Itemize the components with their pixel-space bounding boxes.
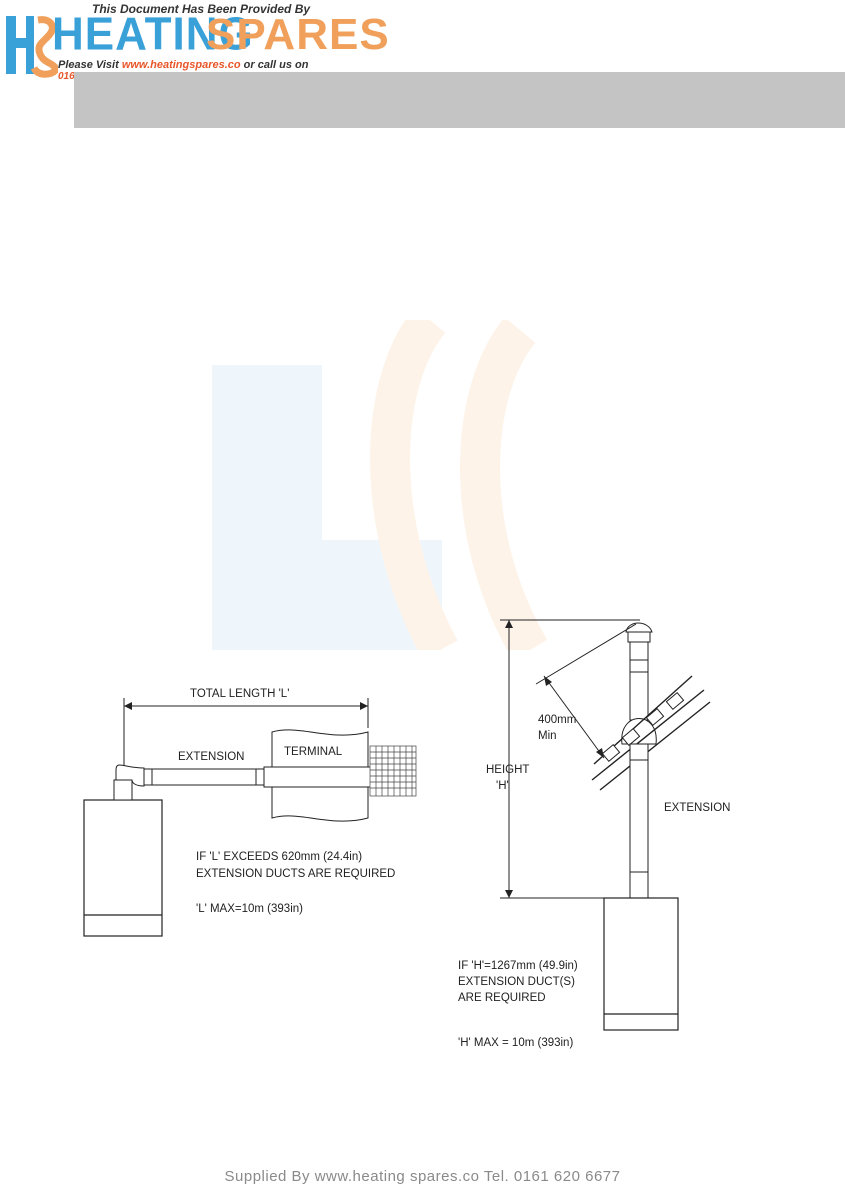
vertical-note-line3: ARE REQUIRED — [458, 992, 546, 1004]
vertical-note-line1: IF 'H'=1267mm (49.9in) — [458, 960, 578, 972]
logo-brand-heating: HEATING — [52, 8, 254, 61]
vertical-max-note: 'H' MAX = 10m (393in) — [458, 1037, 573, 1049]
roof-section — [591, 675, 711, 791]
horizontal-extension-label: EXTENSION — [178, 751, 244, 763]
heating-spares-logo: This Document Has Been Provided By HEATI… — [0, 0, 389, 82]
logo-visit-line: Please Visit www.heatingspares.co or cal… — [58, 59, 308, 71]
horizontal-note-line2: EXTENSION DUCTS ARE REQUIRED — [196, 868, 395, 880]
watermark-logo — [212, 320, 548, 650]
vertical-extension-label: EXTENSION — [664, 802, 730, 814]
vertical-note-line2: EXTENSION DUCT(S) — [458, 976, 575, 988]
header-band — [74, 72, 845, 128]
clearance-label-line1: 400mm — [538, 714, 576, 726]
logo-tagline: This Document Has Been Provided By — [92, 2, 311, 16]
flue-diagrams: TOTAL LENGTH 'L' EXTENSION TERMINAL IF — [83, 619, 730, 1049]
total-length-label: TOTAL LENGTH 'L' — [190, 688, 289, 700]
footer-supplied-by: Supplied By www.heating spares.co Tel. 0… — [224, 1168, 621, 1185]
horizontal-flue-diagram: TOTAL LENGTH 'L' EXTENSION TERMINAL IF — [83, 688, 417, 937]
vertical-flue-diagram: HEIGHT 'H' 400mm Min EXTENSION — [458, 619, 730, 1049]
height-label-line2: 'H' — [496, 780, 509, 792]
logo-visit-prefix: Please Visit — [58, 59, 119, 71]
terminal-grille — [369, 745, 417, 797]
terminal-label: TERMINAL — [284, 746, 343, 758]
logo-visit-suffix: or call us on — [243, 59, 309, 71]
clearance-label-line2: Min — [538, 730, 557, 742]
logo-phone-partial: 016 — [58, 71, 75, 82]
horizontal-max-note: 'L' MAX=10m (393in) — [196, 903, 303, 915]
horizontal-note-line1: IF 'L' EXCEEDS 620mm (24.4in) — [196, 851, 362, 863]
hs-logo-icon — [6, 16, 58, 78]
logo-visit-url[interactable]: www.heatingspares.co — [121, 59, 241, 71]
height-label-line1: HEIGHT — [486, 764, 529, 776]
logo-brand-spares: SPARES — [206, 10, 390, 59]
